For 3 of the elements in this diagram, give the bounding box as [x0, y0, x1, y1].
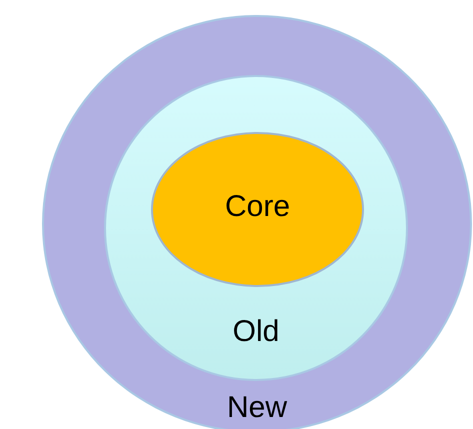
ring-label: Core [224, 190, 290, 224]
ring-label: New [226, 391, 287, 425]
ring-label: Old [232, 315, 280, 349]
